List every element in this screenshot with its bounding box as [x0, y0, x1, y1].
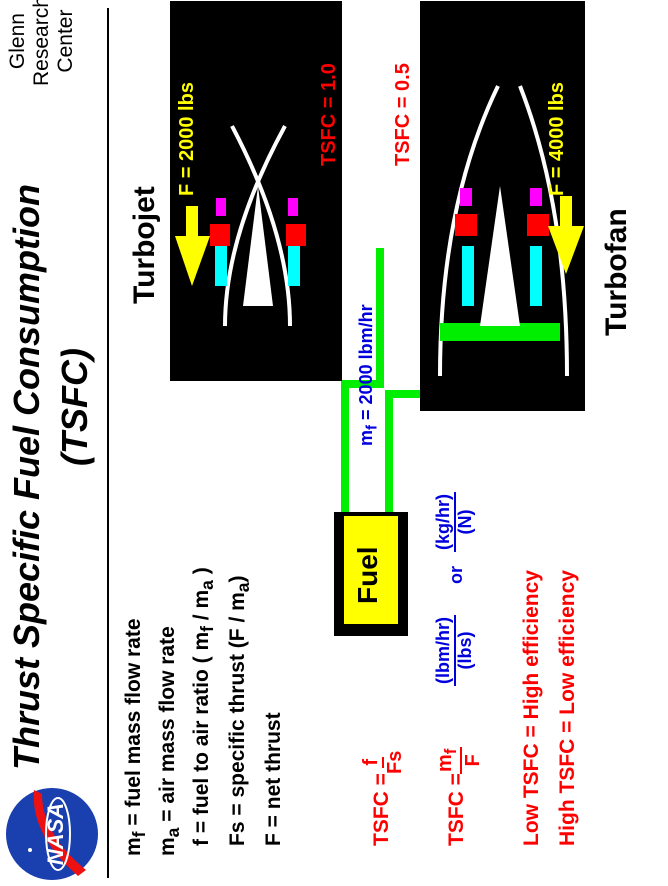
definition-ma: ma = air mass flow rate	[156, 626, 184, 856]
f-text: f = fuel to air ratio ( m	[190, 631, 213, 846]
tsfc1-numerator: f	[360, 757, 384, 768]
turbofan-thrust: F = 4000 lbs	[546, 82, 568, 196]
turbojet-tsfc: TSFC = 1.0	[318, 63, 340, 166]
tsfc2-num-symbol: m	[434, 754, 456, 772]
logo-text: NASA	[43, 803, 68, 865]
low-tsfc-statement: Low TSFC = High efficiency	[520, 570, 543, 846]
tsfc-formula-1-lhs: TSFC =	[370, 773, 393, 846]
units-fraction-2: (kg/hr) (N)	[433, 492, 476, 552]
fuel-flow-symbol: m	[356, 429, 376, 446]
center-line-1: Glenn	[6, 13, 29, 70]
f-sub1: f	[197, 626, 218, 632]
turbofan-panel	[420, 1, 585, 411]
units-fraction-1: (lbm/hr) (lbs)	[433, 615, 476, 686]
units2-numerator: (kg/hr)	[433, 492, 456, 552]
units2-denominator: (N)	[454, 509, 475, 535]
fuel-flow-text: = 2000 lbm/hr	[356, 304, 376, 420]
page-title-abbrev: (TSFC)	[54, 348, 95, 466]
fs-end: )	[226, 575, 249, 583]
nasa-logo: NASA	[6, 788, 98, 880]
page-title: Thrust Specific Fuel Consumption	[6, 183, 47, 770]
f-end: )	[190, 567, 213, 581]
tsfc1-denominator: Fs	[384, 750, 406, 774]
units-or: or	[446, 566, 466, 584]
F-text: F = net thrust	[262, 712, 285, 846]
ma-symbol: m	[156, 837, 179, 856]
definition-f: f = fuel to air ratio ( mf / ma )	[190, 567, 218, 846]
tsfc-formula-2-fraction: mf F	[434, 746, 485, 774]
turbojet-label: Turbojet	[128, 186, 161, 304]
f-sub2: a	[197, 580, 218, 590]
center-line-3: Center	[54, 9, 77, 73]
fuel-tank	[334, 512, 408, 636]
tsfc2-denominator: F	[462, 754, 485, 767]
turbofan-tsfc: TSFC = 0.5	[392, 63, 414, 166]
mf-symbol: m	[122, 837, 145, 856]
units1-denominator: (lbs)	[454, 631, 475, 670]
center-line-2: Research	[30, 0, 53, 86]
definition-mf: mf = fuel mass flow rate	[122, 618, 150, 856]
ma-sub: a	[163, 827, 184, 838]
tsfc2-num-sub: f	[441, 748, 460, 755]
mf-text: = fuel mass flow rate	[122, 618, 145, 826]
turbojet-thrust: F = 2000 lbs	[176, 82, 198, 196]
center-name: Glenn Research Center	[6, 0, 78, 86]
definition-fs: Fs = specific thrust (F / ma)	[226, 575, 254, 846]
fs-sub: a	[233, 582, 254, 593]
tsfc2-numerator: mf	[434, 746, 463, 774]
fuel-flow-sub: f	[363, 424, 381, 430]
fuel-tank-label: Fuel	[352, 546, 383, 604]
f-mid: / m	[190, 589, 213, 627]
mf-sub: f	[129, 831, 150, 838]
fs-text: Fs = specific thrust (F / m	[226, 592, 249, 846]
tsfc-formula-2-lhs: TSFC =	[445, 773, 468, 846]
units1-numerator: (lbm/hr)	[433, 615, 456, 686]
definition-F: F = net thrust	[262, 712, 286, 846]
ma-text: = air mass flow rate	[156, 626, 179, 822]
high-tsfc-statement: High TSFC = Low efficiency	[556, 570, 579, 846]
fuel-flow-rate: mf = 2000 lbm/hr	[356, 304, 381, 446]
turbojet-panel	[170, 1, 342, 381]
tsfc-formula-1-fraction: f Fs	[360, 751, 406, 774]
turbofan-label: Turbofan	[600, 208, 633, 336]
